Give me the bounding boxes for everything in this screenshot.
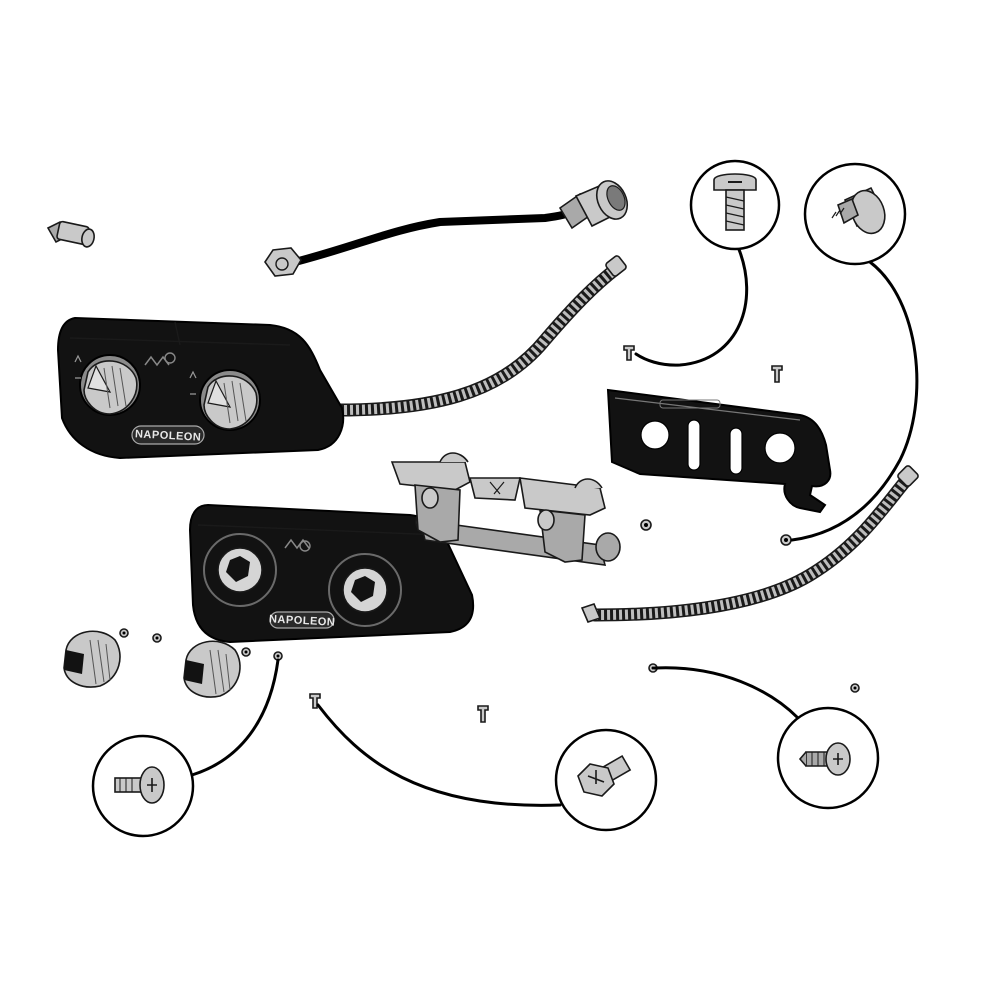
loose-screw xyxy=(623,345,635,361)
hose-nut-fitting xyxy=(264,247,302,277)
flex-tube-lower xyxy=(580,465,919,623)
loose-screw xyxy=(241,647,251,657)
hex-washer-screw-icon xyxy=(577,754,632,797)
bracket-cutout-right xyxy=(764,432,796,464)
loose-screw xyxy=(309,693,321,709)
mounting-bracket xyxy=(606,388,832,514)
loose-screw xyxy=(850,683,860,693)
tapping-screw-callout xyxy=(803,162,907,266)
leader-line xyxy=(190,658,280,777)
knob-screw-callout xyxy=(91,734,195,838)
loose-screw xyxy=(152,633,162,643)
flex-tube-upper xyxy=(331,255,627,417)
bracket-cutout-middle xyxy=(687,419,743,475)
loose-screw xyxy=(780,534,792,546)
panel-knob-left xyxy=(79,354,141,416)
phillips-screw-icon xyxy=(798,742,851,776)
gas-valve-manifold xyxy=(390,452,621,566)
panel-knob-right xyxy=(199,369,261,431)
loose-screw xyxy=(640,519,652,531)
rear-control-housing: NAPOLEON xyxy=(188,503,475,644)
machine-screw-callout xyxy=(689,159,781,251)
bracket-cutout-left xyxy=(640,420,670,450)
front-control-panel: NAPOLEON xyxy=(56,316,345,460)
leader-line xyxy=(653,666,800,720)
housing-opening-right xyxy=(328,553,402,627)
valve-body-left xyxy=(390,452,471,543)
orifice-fitting xyxy=(46,220,95,248)
valve-body-right xyxy=(519,477,606,563)
bracket-screw-callout xyxy=(776,706,880,810)
loose-screw xyxy=(771,365,783,383)
leader-line xyxy=(316,703,562,807)
phillips-screw-icon xyxy=(114,766,165,804)
brand-badge: NAPOLEON xyxy=(131,425,205,445)
housing-opening-left xyxy=(203,533,277,607)
hose-regulator-fitting xyxy=(558,180,629,230)
pan-head-screw-icon xyxy=(713,173,757,231)
leader-line xyxy=(790,260,919,542)
leader-line xyxy=(634,245,749,367)
loose-screw xyxy=(477,705,489,723)
brand-badge: NAPOLEON xyxy=(269,611,336,629)
brand-label: NAPOLEON xyxy=(269,613,336,628)
control-knob-right xyxy=(183,640,241,698)
loose-screw xyxy=(119,628,129,638)
gas-hose xyxy=(264,180,629,277)
brand-label: NAPOLEON xyxy=(135,428,202,443)
hex-screw-callout xyxy=(554,728,658,832)
washer-head-screw-icon xyxy=(831,186,886,235)
control-knob-left xyxy=(63,630,121,688)
